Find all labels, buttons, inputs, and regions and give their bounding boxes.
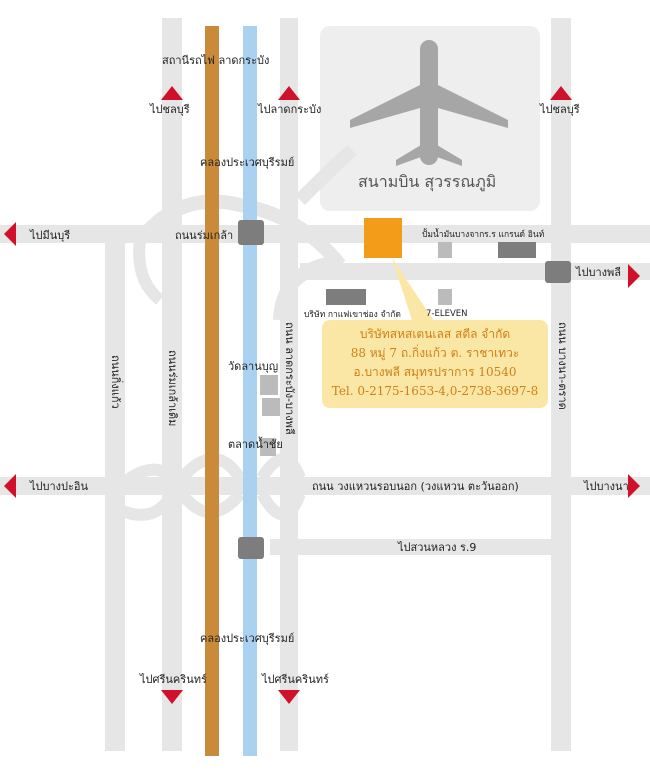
market-label: ตลาดน้ำชัย <box>228 438 283 451</box>
road-curve-right <box>273 255 341 321</box>
arrow-down-srinakarin-left <box>161 690 183 704</box>
airplane-icon <box>350 40 508 166</box>
road-bangna-trat <box>551 18 571 751</box>
company-name: บริษัทสหสเตนเลส สตีล จำกัด <box>359 327 511 341</box>
railway <box>205 26 219 756</box>
road-romklao-old <box>162 18 182 751</box>
to-suan-luang-label: ไปสวนหลวง ร.9 <box>398 541 477 554</box>
canal-bottom-label: คลองประเวศบุรีรมย์ <box>200 632 295 645</box>
direction-arrows <box>4 86 640 704</box>
arrow-right-bangphli <box>628 264 640 288</box>
callout-pointer <box>392 258 440 330</box>
arrow-up-chonburi-left <box>161 86 183 100</box>
company-info-box: บริษัทสหสเตนเลส สตีล จำกัด 88 หมู่ 7 ถ.ก… <box>322 320 548 408</box>
road-curve-left <box>133 239 164 305</box>
road-kingkaew-label: ถนนกิ่งแก้ว <box>109 355 122 409</box>
to-bang-pa-in-label: ไปบางปะอิน <box>30 480 89 493</box>
overpass-romklao <box>238 220 264 245</box>
gas-station-label: ปั้มน้ำมันบางจาก <box>422 230 485 240</box>
seven-eleven-label: 7-ELEVEN <box>426 309 468 319</box>
grand-inn-marker <box>498 242 536 258</box>
to-minburi-label: ไปมีนบุรี <box>30 229 71 242</box>
to-bangphli-label: ไปบางพลี <box>576 266 622 279</box>
arrow-up-chonburi-right <box>550 86 572 100</box>
arrow-left-bang-pa-in <box>4 474 16 498</box>
outer-ring-label: ถนน วงแหวนรอบนอก (วงแหวน ตะวันออก) <box>312 480 519 493</box>
coffee-co-label: บริษัท กาแฟเขาช่อง จำกัด <box>304 310 401 320</box>
road-romklao-old-label: ถนนร่มเกล้าเดิม <box>166 350 179 427</box>
road-curve-top <box>134 194 346 270</box>
road-airport-ramp <box>295 144 357 205</box>
interchange-right <box>256 453 306 521</box>
company-address-2: อ.บางพลี สมุทรปราการ 10540 <box>353 365 517 379</box>
to-srinakarin-right-label: ไปศรีนครินทร์ <box>262 673 329 686</box>
road-latkrabang-bangphli-label: ถนน ลาดกระบัง-บางพลี <box>283 322 296 435</box>
to-latkrabang-label: ไปลาดกระบัง <box>258 103 322 116</box>
gas-station-marker <box>438 242 452 258</box>
wat-marker <box>260 375 278 395</box>
canal-top-label: คลองประเวศบุรีรมย์ <box>200 156 295 169</box>
to-srinakarin-left-label: ไปศรีนครินทร์ <box>140 673 207 686</box>
wat-marker-2 <box>262 398 280 416</box>
to-chonburi-left-label: ไปชลบุรี <box>150 103 190 116</box>
seven-eleven-marker <box>438 289 452 305</box>
company-address-1: 88 หมู่ 7 ถ.กิ่งแก้ว ต. ราชาเทวะ <box>350 346 520 360</box>
overpass-suan-luang <box>238 537 264 559</box>
airport-label: สนามบิน สุวรรณภูมิ <box>358 172 497 191</box>
grand-inn-label: ร.ร แกรนด์ อินท์ <box>484 230 545 240</box>
arrow-up-latkrabang <box>278 86 300 100</box>
to-bangna-label: ไปบางนา <box>584 480 629 493</box>
wat-label: วัดลานบุญ <box>228 360 279 373</box>
to-chonburi-right-label: ไปชลบุรี <box>540 103 580 116</box>
road-bangna-trat-label: ถนน บางนา-ตราด <box>556 322 569 410</box>
company-site <box>364 218 402 258</box>
market-marker <box>260 438 276 456</box>
road-latkrabang-bangphli <box>280 18 298 751</box>
company-phone: Tel. 0-2175-1653-4,0-2738-3697-8 <box>331 384 539 398</box>
canal <box>243 26 257 756</box>
romklao-road-label: ถนนร่มเกล้า <box>175 229 234 242</box>
arrow-down-srinakarin-right <box>278 690 300 704</box>
road-suan-luang <box>270 539 560 555</box>
coffee-co-marker <box>326 289 366 305</box>
overpass-bangphli <box>545 261 571 283</box>
arrow-left-minburi <box>4 222 16 246</box>
rail-station-label: สถานีรถไฟ ลาดกระบัง <box>162 54 270 67</box>
arrow-right-bangna <box>628 474 640 498</box>
